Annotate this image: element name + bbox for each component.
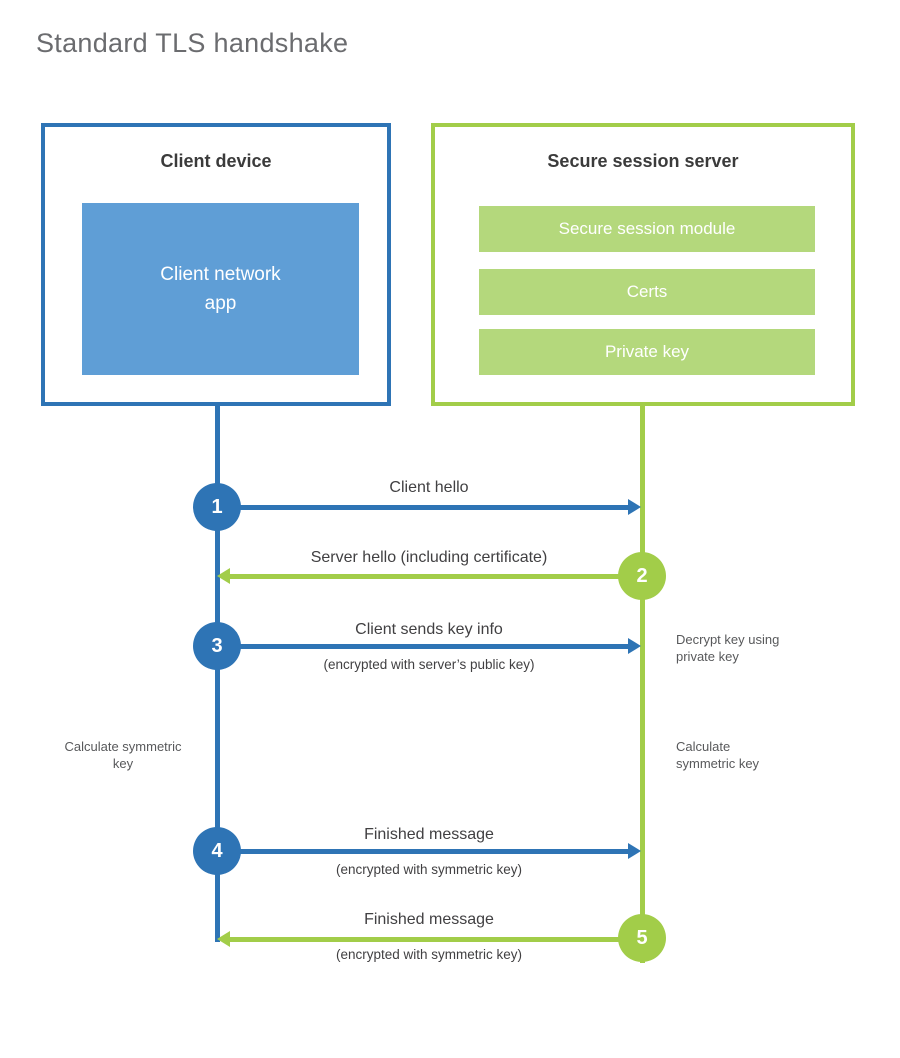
client-network-app-box: Client network app	[82, 203, 359, 375]
client-app-label-line1: Client network	[160, 263, 281, 285]
calculate-symmetric-key-note-server: Calculate symmetric key	[676, 739, 760, 771]
step-1-badge: 1	[193, 483, 241, 531]
step-2-label: Server hello (including certificate)	[310, 549, 548, 566]
step-5-badge: 5	[618, 914, 666, 962]
step-3-label: Client sends key info	[355, 621, 503, 638]
step-3-arrow	[217, 638, 641, 654]
server-lifeline	[640, 406, 645, 963]
server-module-secure-session: Secure session module	[479, 206, 815, 252]
step-3-sublabel: (encrypted with server’s public key)	[323, 657, 535, 672]
step-2-number: 2	[636, 564, 648, 587]
server-module-certs: Certs	[479, 269, 815, 315]
step-2-arrow	[217, 568, 642, 584]
step-4-badge: 4	[193, 827, 241, 875]
step-3-number: 3	[211, 634, 223, 657]
step-1-number: 1	[211, 495, 223, 518]
step-1-label: Client hello	[389, 479, 469, 496]
secure-session-server-title: Secure session server	[547, 151, 739, 171]
client-device-box: Client device Client network app	[41, 123, 391, 406]
step-4-label: Finished message	[364, 826, 494, 843]
step-4-number: 4	[211, 839, 223, 862]
step-5-label: Finished message	[364, 911, 494, 928]
step-5-sublabel: (encrypted with symmetric key)	[335, 947, 523, 962]
step-3-badge: 3	[193, 622, 241, 670]
client-lifeline	[215, 406, 220, 942]
step-4-arrow	[217, 843, 641, 859]
decrypt-key-note: Decrypt key using private key	[676, 632, 780, 664]
client-app-label-line2: app	[204, 293, 237, 314]
step-1-arrow	[217, 499, 641, 515]
step-4-sublabel: (encrypted with symmetric key)	[335, 862, 523, 877]
client-device-title: Client device	[160, 151, 272, 171]
step-5-arrow	[217, 931, 642, 947]
server-module-private-key: Private key	[479, 329, 815, 375]
secure-session-server-box: Secure session server Secure session mod…	[431, 123, 855, 406]
page-title: Standard TLS handshake	[36, 28, 349, 58]
calculate-symmetric-key-note-client: Calculate symmetric key	[64, 739, 182, 771]
step-5-number: 5	[636, 926, 648, 949]
step-2-badge: 2	[618, 552, 666, 600]
